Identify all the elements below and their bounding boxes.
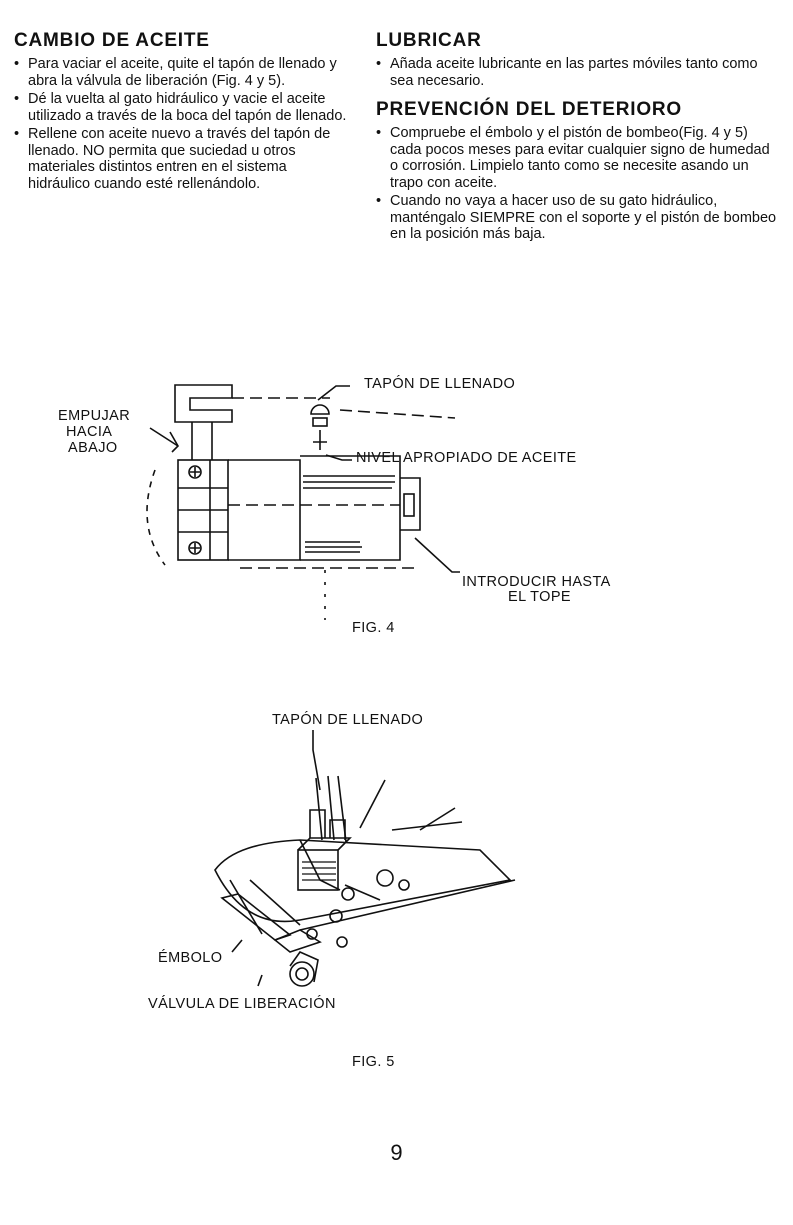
fig5-label-fill-plug: TAPÓN DE LLENADO xyxy=(272,712,424,728)
fig4-pump-diagram xyxy=(146,384,460,620)
heading-oil-change: CAMBIO DE ACEITE xyxy=(14,30,210,51)
fig4-label-insert-2: EL TOPE xyxy=(508,589,571,605)
fig4-label-insert-1: INTRODUCIR HASTA xyxy=(462,574,611,590)
list-item: Cuando no vaya a hacer uso de su gato hi… xyxy=(376,193,778,243)
list-item: Añada aceite lubricante en las partes mó… xyxy=(376,56,778,89)
fig5-label-release-valve: VÁLVULA DE LIBERACIÓN xyxy=(148,996,336,1012)
fig4-label-oil-level: NIVEL APROPIADO DE ACEITE xyxy=(356,450,577,466)
heading-prevention: PREVENCIÓN DEL DETERIORO xyxy=(376,99,682,120)
lubricate-list: Añada aceite lubricante en las partes mó… xyxy=(376,56,778,89)
list-item: Compruebe el émbolo y el pistón de bombe… xyxy=(376,125,778,191)
fig4-caption: FIG. 4 xyxy=(352,620,395,636)
fig4-label-push-2: HACIA xyxy=(66,424,113,440)
fig4-label-push-1: EMPUJAR xyxy=(58,408,131,424)
list-item: Rellene con aceite nuevo a través del ta… xyxy=(14,126,350,192)
prevention-list: Compruebe el émbolo y el pistón de bombe… xyxy=(376,125,778,243)
oil-change-list: Para vaciar el aceite, quite el tapón de… xyxy=(14,56,350,192)
heading-lubricate: LUBRICAR xyxy=(376,30,482,51)
page-number: 9 xyxy=(390,1140,403,1165)
left-column: CAMBIO DE ACEITE Para vaciar el aceite, … xyxy=(14,30,350,194)
fig4-label-push-3: ABAJO xyxy=(68,440,118,456)
fig5-jack-diagram xyxy=(214,730,516,987)
list-item: Para vaciar el aceite, quite el tapón de… xyxy=(14,56,350,89)
right-column: LUBRICAR Añada aceite lubricante en las … xyxy=(376,30,778,245)
fig4-label-fill-plug: TAPÓN DE LLENADO xyxy=(364,376,516,392)
list-item: Dé la vuelta al gato hidráulico y vacie … xyxy=(14,91,350,124)
fig5-label-plunger: ÉMBOLO xyxy=(158,950,223,966)
fig5-caption: FIG. 5 xyxy=(352,1054,395,1070)
